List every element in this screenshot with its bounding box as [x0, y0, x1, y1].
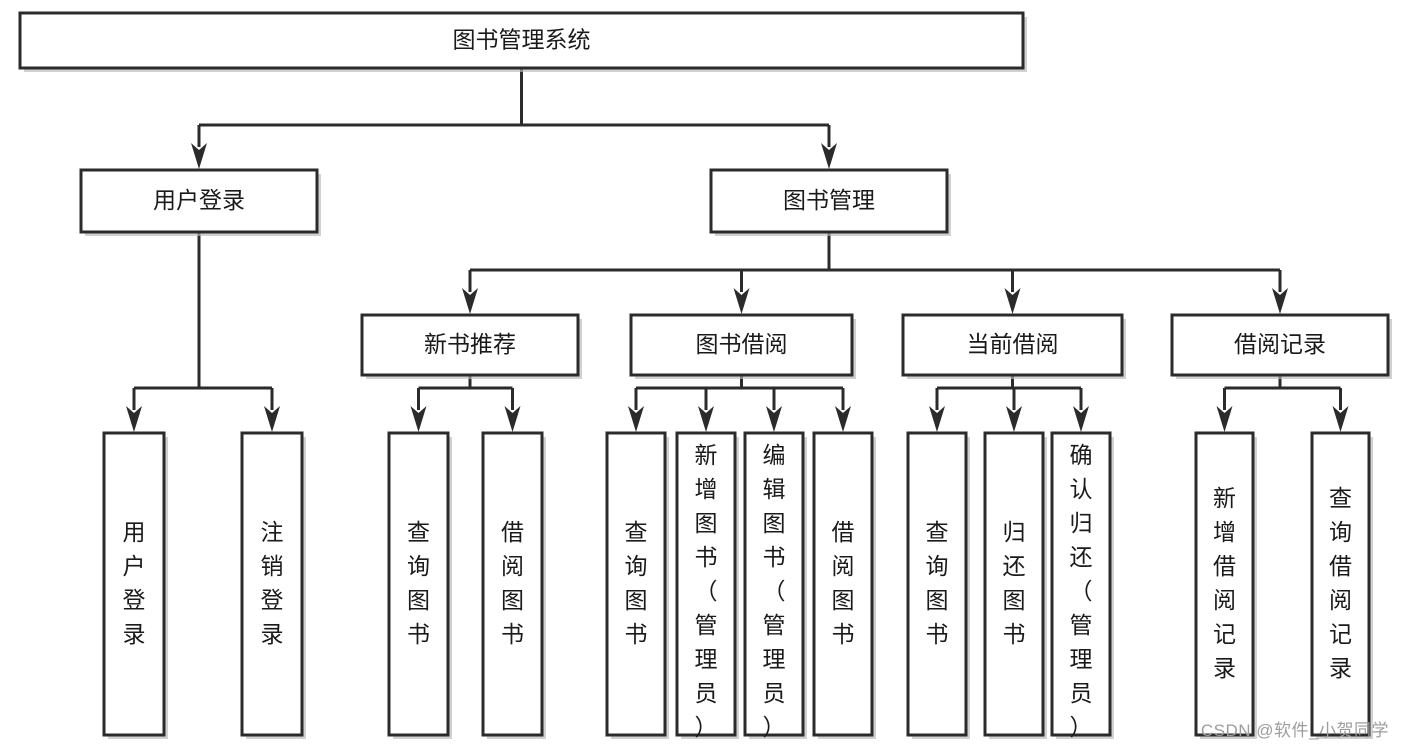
node-box[interactable] — [387, 431, 450, 737]
node-box[interactable] — [1310, 431, 1371, 737]
node-label: 查询图书 — [407, 519, 430, 647]
edge-group-current-borrow — [929, 375, 1089, 432]
node-box[interactable] — [709, 168, 949, 234]
node-box[interactable] — [102, 431, 166, 737]
node-box[interactable] — [901, 313, 1124, 377]
node-leaf-confirm-return[interactable]: 确认归还（管理员） — [1050, 431, 1114, 740]
node-box[interactable] — [1050, 431, 1112, 737]
node-box[interactable] — [18, 11, 1025, 70]
node-label: 查询图书 — [926, 519, 949, 647]
edge-group-root — [191, 68, 837, 169]
node-label: 查询借阅记录 — [1329, 485, 1352, 681]
node-label: 确认归还（管理员） — [1070, 442, 1093, 740]
node-leaf-query-book-3[interactable]: 查询图书 — [906, 431, 970, 739]
node-label: 新书推荐 — [424, 331, 516, 357]
node-leaf-query-record[interactable]: 查询借阅记录 — [1310, 431, 1373, 739]
node-leaf-logout[interactable]: 注销登录 — [240, 431, 306, 739]
node-box[interactable] — [605, 431, 667, 737]
node-label: 图书管理 — [783, 187, 875, 213]
edge-group-user-login — [126, 232, 280, 432]
edge-group-book-borrow — [628, 375, 851, 432]
node-borrow-record[interactable]: 借阅记录 — [1170, 313, 1392, 379]
node-box[interactable] — [360, 313, 580, 377]
node-box[interactable] — [79, 168, 319, 234]
node-leaf-query-book-1[interactable]: 查询图书 — [387, 431, 452, 739]
node-label: 编辑图书（管理员） — [763, 442, 786, 740]
node-label: 借阅图书 — [832, 519, 855, 647]
node-label: 图书借阅 — [696, 331, 788, 357]
node-box[interactable] — [906, 431, 968, 737]
node-label: 注销登录 — [261, 519, 284, 647]
node-label: 图书管理系统 — [453, 27, 591, 53]
node-label: 当前借阅 — [967, 331, 1059, 357]
node-box[interactable] — [743, 431, 805, 737]
node-label: 归还图书 — [1003, 519, 1026, 647]
node-user-login[interactable]: 用户登录 — [79, 168, 321, 236]
node-label: 新增图书（管理员） — [695, 442, 718, 740]
node-box[interactable] — [1170, 313, 1390, 377]
node-root[interactable]: 图书管理系统 — [18, 11, 1027, 72]
node-leaf-add-book[interactable]: 新增图书（管理员） — [675, 431, 739, 740]
node-label: 借阅图书 — [501, 519, 524, 647]
edge-group-book-manage — [462, 232, 1288, 314]
node-box[interactable] — [481, 431, 544, 737]
node-label: 查询图书 — [625, 519, 648, 647]
node-book-manage[interactable]: 图书管理 — [709, 168, 951, 236]
node-leaf-edit-book[interactable]: 编辑图书（管理员） — [743, 431, 807, 740]
node-leaf-query-book-2[interactable]: 查询图书 — [605, 431, 669, 739]
node-new-book-recommend[interactable]: 新书推荐 — [360, 313, 582, 379]
node-book-borrow[interactable]: 图书借阅 — [629, 313, 856, 379]
edge-group-borrow-record — [1216, 375, 1349, 432]
node-box[interactable] — [983, 431, 1045, 737]
node-current-borrow[interactable]: 当前借阅 — [901, 313, 1126, 379]
node-box[interactable] — [812, 431, 874, 737]
edge-group-new-book-recommend — [410, 375, 521, 432]
node-leaf-borrow-book-1[interactable]: 借阅图书 — [481, 431, 546, 739]
node-box[interactable] — [629, 313, 854, 377]
node-leaf-return-book[interactable]: 归还图书 — [983, 431, 1047, 739]
node-label: 新增借阅记录 — [1213, 485, 1236, 681]
node-box[interactable] — [1194, 431, 1255, 737]
node-label: 用户登录 — [123, 519, 146, 647]
node-box[interactable] — [675, 431, 737, 737]
node-box[interactable] — [240, 431, 304, 737]
node-leaf-borrow-book-2[interactable]: 借阅图书 — [812, 431, 876, 739]
node-leaf-add-record[interactable]: 新增借阅记录 — [1194, 431, 1257, 739]
node-label: 借阅记录 — [1234, 331, 1326, 357]
node-label: 用户登录 — [153, 187, 245, 213]
node-layer: 图书管理系统用户登录图书管理新书推荐图书借阅当前借阅借阅记录用户登录注销登录查询… — [18, 11, 1392, 740]
connector-layer — [126, 68, 1349, 432]
node-leaf-user-login[interactable]: 用户登录 — [102, 431, 168, 739]
